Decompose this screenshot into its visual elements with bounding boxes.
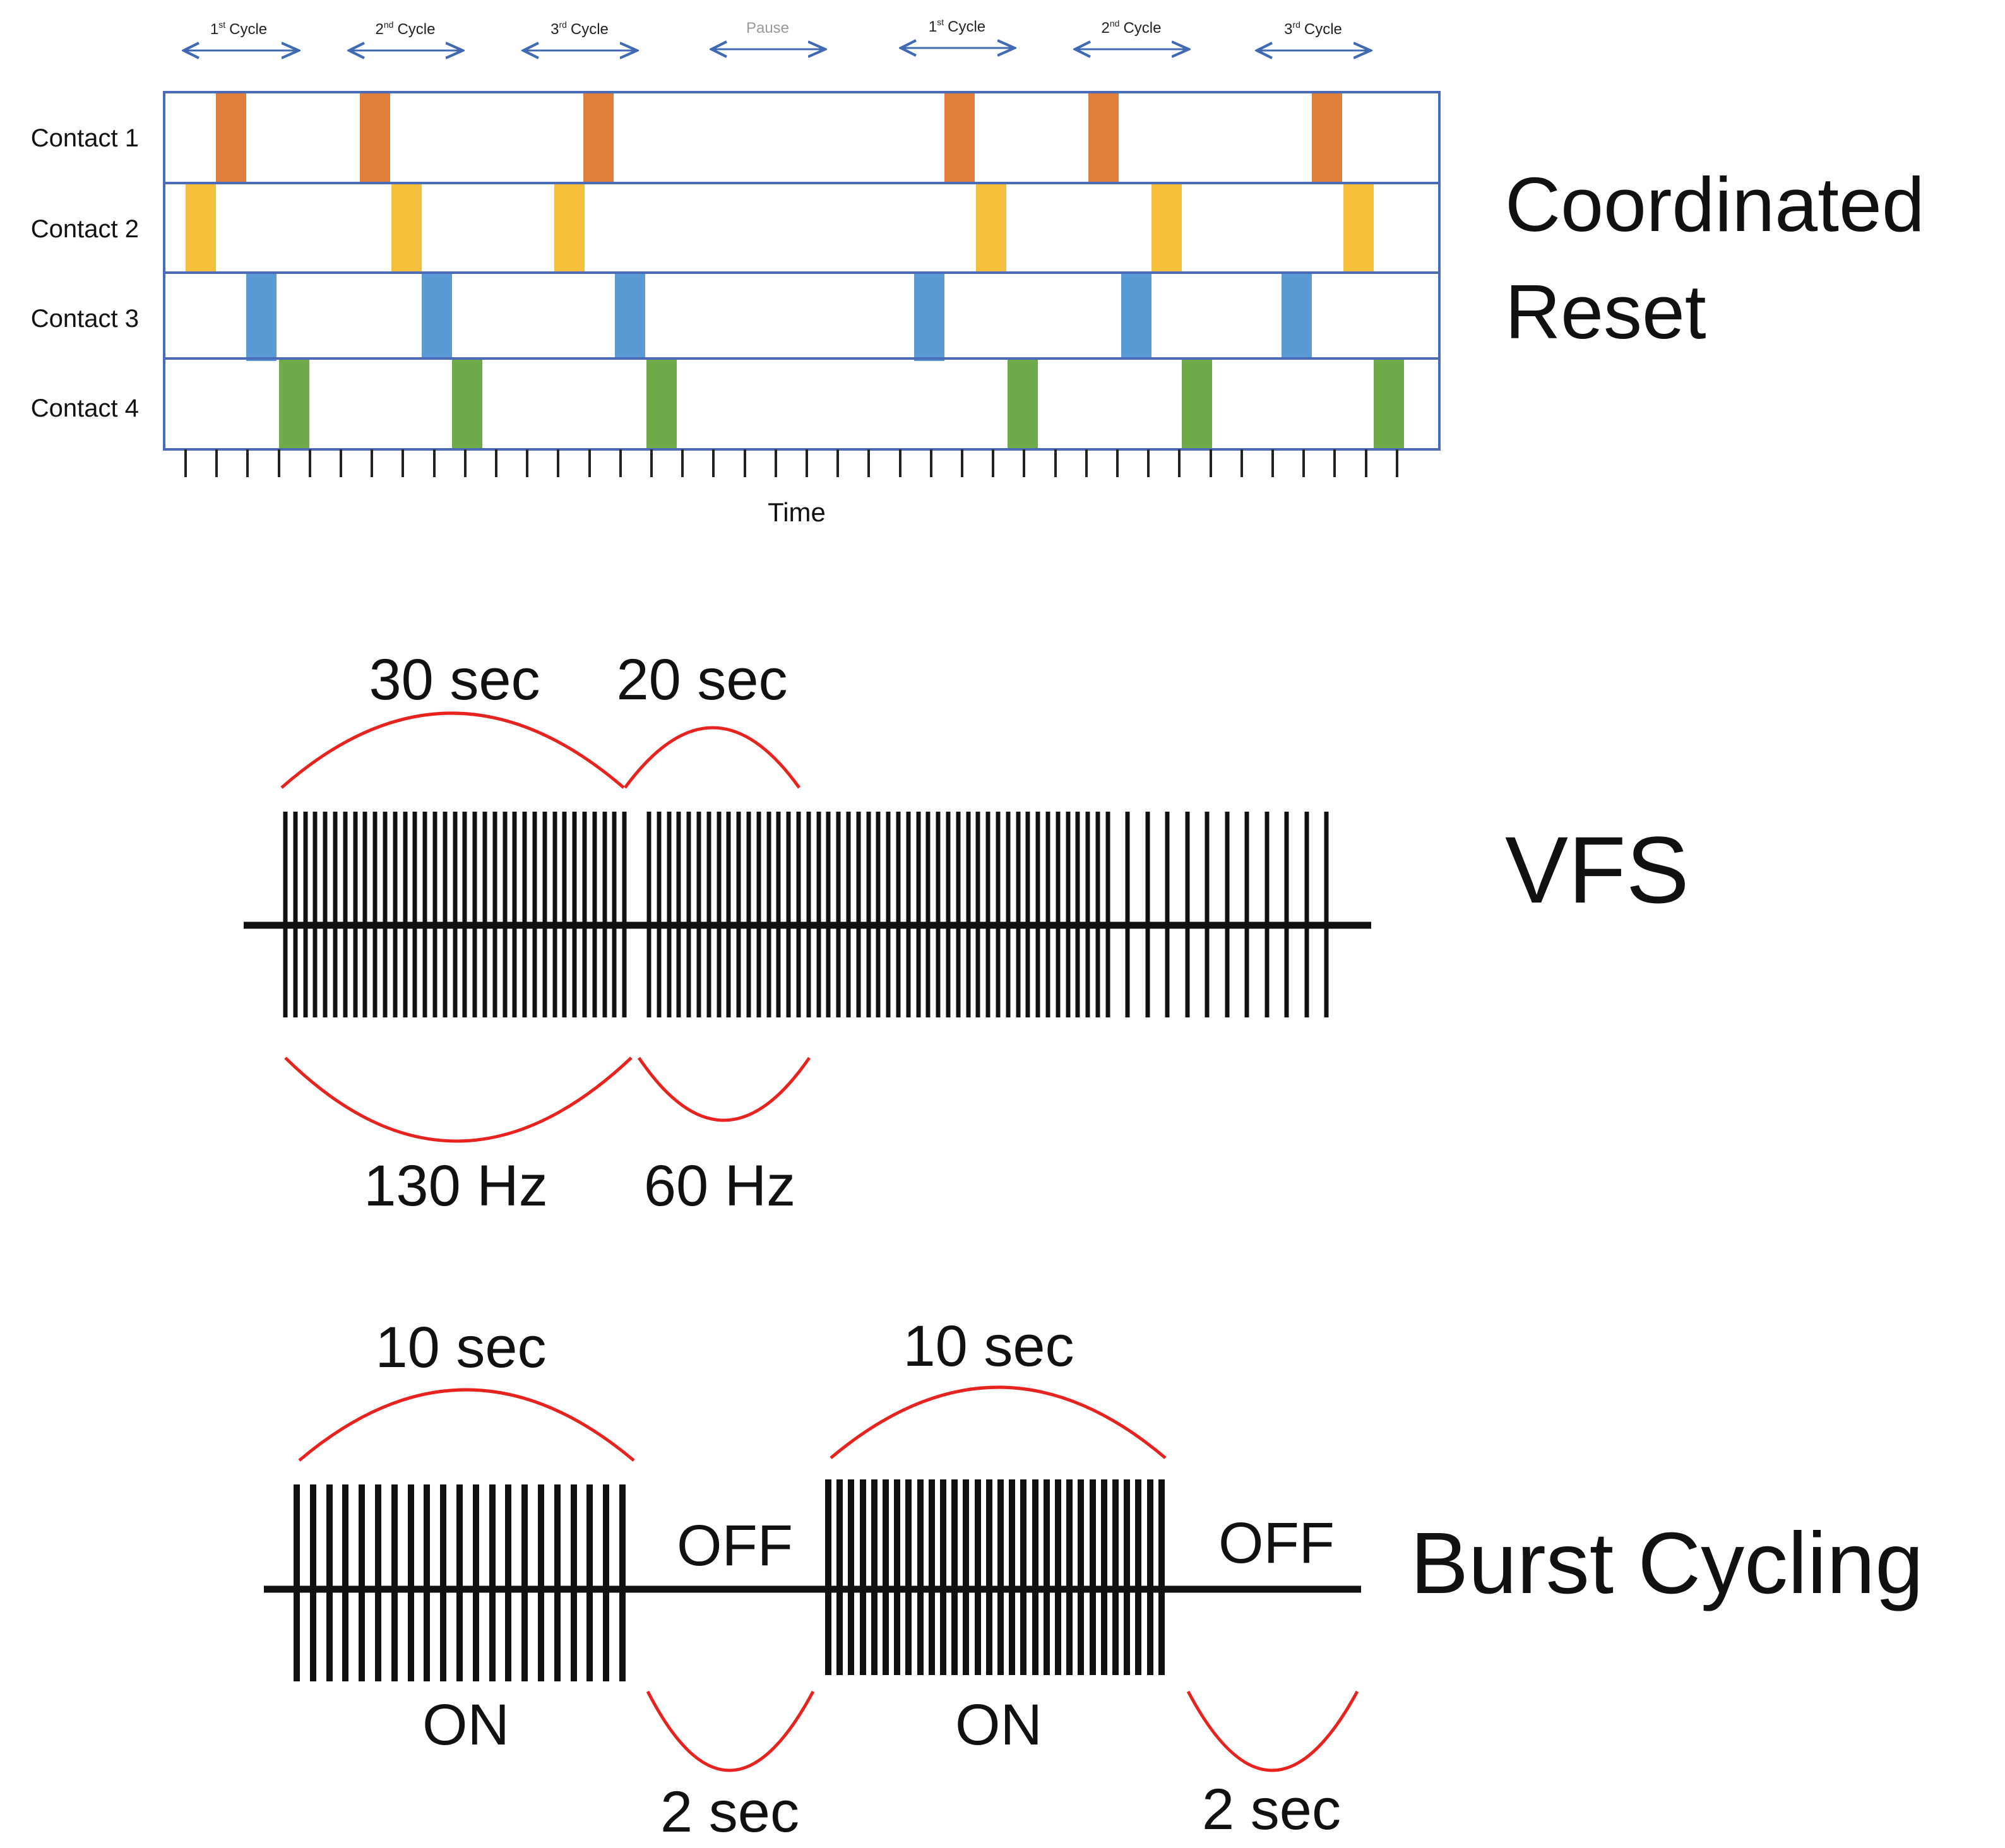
burst-top-arcs	[298, 1385, 1167, 1462]
off-duration-label: 2 sec	[660, 1780, 799, 1844]
pause-label: Pause	[746, 20, 789, 37]
vfs-duration-label: 20 sec	[616, 648, 787, 712]
pulse	[1282, 273, 1312, 358]
vfs-frequency-label: 130 Hz	[364, 1154, 548, 1218]
pulse	[1312, 92, 1342, 182]
contact-3-pulses	[246, 273, 1312, 361]
pulse	[1182, 357, 1212, 449]
pulse	[615, 273, 645, 358]
pulse	[1343, 184, 1374, 274]
contact-labels: Contact 1 Contact 2 Contact 3 Contact 4	[31, 124, 139, 422]
pulse	[1121, 273, 1151, 358]
contact-4-pulses	[279, 357, 1404, 449]
contact-label: Contact 4	[31, 394, 139, 422]
vfs-frequency-label: 60 Hz	[644, 1154, 795, 1218]
pulse	[216, 92, 246, 182]
burst-arc	[646, 1690, 815, 1772]
pulse	[360, 92, 390, 182]
pulse	[554, 184, 585, 274]
vfs-bottom-arcs	[284, 1057, 811, 1143]
vfs-duration-label: 30 sec	[369, 648, 540, 712]
pulse	[391, 184, 422, 274]
burst-off-labels: OFF OFF	[677, 1511, 1335, 1578]
vfs-arc	[623, 726, 801, 789]
pulse	[246, 273, 277, 361]
pulse	[583, 92, 614, 182]
pulse	[279, 357, 309, 449]
burst-on-labels: ON ON	[422, 1693, 1042, 1757]
off-label: OFF	[677, 1513, 793, 1578]
pulse	[452, 357, 482, 449]
burst-bottom-arcs	[646, 1690, 1359, 1772]
vfs-arc	[637, 1057, 811, 1122]
pulse	[976, 184, 1006, 274]
grid-frame	[163, 91, 1441, 451]
pulse	[1008, 357, 1038, 449]
burst-bottom-labels: 2 sec 2 sec	[660, 1777, 1341, 1844]
vfs-arc	[284, 1057, 633, 1143]
vfs-panel: 30 sec 20 sec 130 Hz 60 Hz VFS	[244, 648, 1689, 1218]
title-line-1: Coordinated	[1505, 162, 1925, 247]
off-label: OFF	[1218, 1511, 1335, 1575]
contact-label: Contact 3	[31, 305, 139, 333]
pulse	[1088, 92, 1119, 182]
time-axis-label: Time	[768, 497, 826, 527]
burst-duration-label: 10 sec	[903, 1314, 1074, 1378]
pulse	[646, 357, 677, 449]
burst-top-labels: 10 sec 10 sec	[375, 1314, 1074, 1380]
pulse	[422, 273, 452, 358]
vfs-top-labels: 30 sec 20 sec	[369, 648, 787, 712]
burst-duration-label: 10 sec	[375, 1315, 546, 1380]
on-label: ON	[955, 1693, 1042, 1757]
contact-label: Contact 2	[31, 215, 139, 243]
pulse	[1151, 184, 1182, 274]
cycle-arrows	[186, 48, 1369, 50]
time-axis-ticks	[184, 449, 1398, 477]
on-label: ON	[422, 1693, 509, 1757]
contact-2-pulses	[186, 184, 1374, 274]
burst-arc	[1186, 1690, 1359, 1772]
burst-cycling-title: Burst Cycling	[1410, 1515, 1924, 1612]
vfs-arc	[280, 711, 625, 789]
contact-grid	[163, 91, 1441, 451]
vfs-pulse-train	[283, 812, 1329, 1017]
burst-arc	[298, 1388, 635, 1462]
vfs-top-arcs	[280, 711, 801, 789]
vfs-bottom-labels: 130 Hz 60 Hz	[364, 1154, 795, 1218]
burst-pulse-trains	[294, 1479, 1165, 1681]
coordinated-reset-title: Coordinated Reset	[1505, 162, 1925, 355]
pulse	[944, 92, 975, 182]
pulse	[186, 184, 216, 274]
contact-label: Contact 1	[31, 124, 139, 152]
burst-arc	[830, 1385, 1167, 1459]
title-line-2: Reset	[1505, 269, 1706, 355]
pulse	[914, 273, 944, 361]
contact-1-pulses	[216, 92, 1342, 182]
burst-cycling-panel: 10 sec 10 sec OFF OFF ON ON 2 sec 2 sec …	[264, 1314, 1924, 1844]
vfs-title: VFS	[1505, 817, 1689, 923]
off-duration-label: 2 sec	[1202, 1777, 1341, 1842]
pulse	[1374, 357, 1404, 449]
